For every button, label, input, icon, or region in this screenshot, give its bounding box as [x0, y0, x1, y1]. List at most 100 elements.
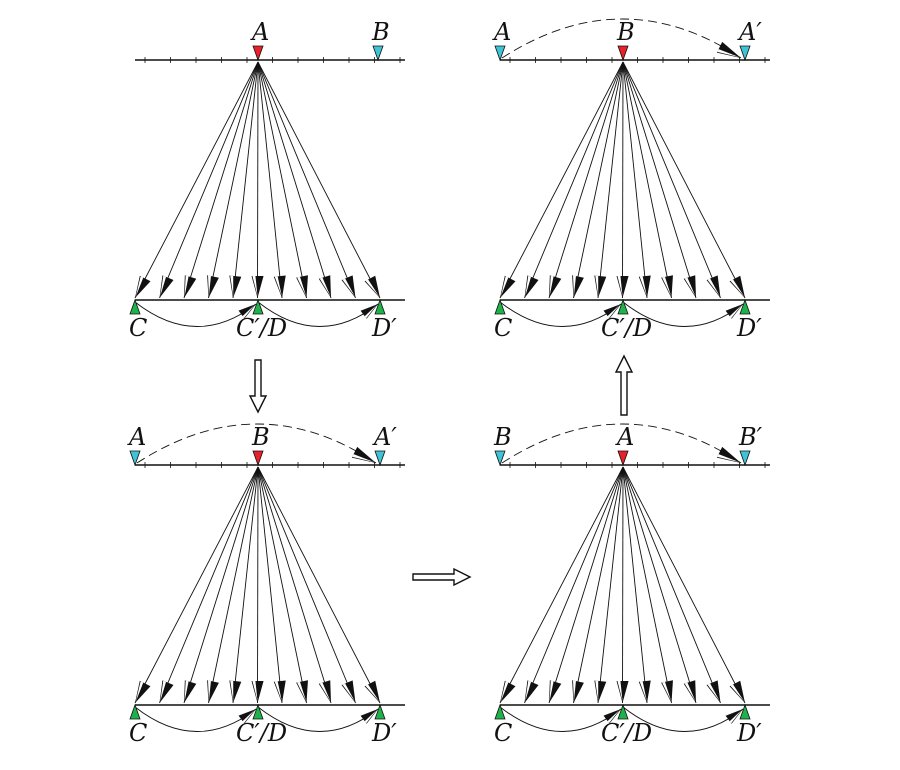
- fan-ray: [208, 466, 259, 704]
- cyan-marker: [372, 45, 384, 62]
- bottom-label: C: [494, 314, 512, 342]
- fan-arrowhead: [159, 275, 174, 298]
- fan-arrowhead: [159, 680, 174, 703]
- top-label: A: [250, 18, 269, 46]
- fan-ray: [232, 466, 259, 704]
- fan-ray: [257, 466, 307, 704]
- fan-ray: [622, 466, 672, 704]
- fan-ray: [548, 61, 624, 299]
- fan-ray: [622, 466, 697, 704]
- red-marker: [617, 450, 629, 467]
- bottom-arc-left-arrowhead: [238, 709, 256, 724]
- top-label: B: [251, 423, 270, 451]
- bottom-label: C: [129, 314, 147, 342]
- top-label: A: [615, 423, 634, 451]
- fan-ray: [622, 466, 746, 704]
- fan-ray: [524, 466, 624, 704]
- bottom-label: C′/D: [601, 719, 652, 747]
- fan-ray: [622, 61, 648, 299]
- fan-ray: [597, 466, 624, 704]
- green-marker: [374, 298, 386, 315]
- bottom-label: D′: [736, 719, 762, 747]
- cyan-marker: [129, 450, 141, 467]
- fan-ray: [597, 61, 624, 299]
- fan-ray: [257, 466, 259, 704]
- fan-ray: [622, 466, 624, 704]
- cyan-marker: [494, 450, 506, 467]
- fan-ray: [159, 61, 259, 299]
- fan-arrowhead: [500, 680, 516, 703]
- top-label: A′: [372, 423, 397, 451]
- fan-ray: [257, 466, 381, 704]
- red-marker: [617, 45, 629, 62]
- bottom-label: C′/D: [601, 314, 652, 342]
- green-marker: [252, 703, 264, 720]
- fan-ray: [622, 61, 746, 299]
- top-label: B: [371, 18, 390, 46]
- top-arc-arrowhead: [351, 446, 376, 463]
- fan-ray: [257, 61, 332, 299]
- fan-ray: [183, 61, 259, 299]
- bottom-label: D′: [371, 719, 397, 747]
- cyan-marker: [374, 450, 386, 467]
- cyan-marker: [739, 450, 751, 467]
- fan-ray: [159, 466, 259, 704]
- fan-ray: [134, 61, 259, 299]
- fan-arrowhead: [524, 275, 539, 298]
- top-dashed-arc: [501, 18, 742, 59]
- fan-ray: [622, 61, 672, 299]
- fan-ray: [622, 466, 648, 704]
- fan-ray: [499, 466, 624, 704]
- flow-arrow-right: [412, 567, 472, 587]
- green-marker: [252, 298, 264, 315]
- flow-arrow-down: [248, 359, 268, 414]
- green-marker: [617, 298, 629, 315]
- bottom-label: C: [129, 719, 147, 747]
- fan-ray: [573, 61, 624, 299]
- green-marker: [739, 298, 751, 315]
- cyan-marker: [739, 45, 751, 62]
- fan-ray: [257, 61, 283, 299]
- top-label: B′: [738, 423, 763, 451]
- fan-arrowhead: [135, 275, 151, 298]
- fan-ray: [499, 61, 624, 299]
- fan-ray: [622, 61, 624, 299]
- bottom-arc-right-arrowhead: [725, 304, 743, 319]
- bottom-label: D′: [736, 314, 762, 342]
- flow-arrow-up: [614, 354, 634, 416]
- fan-ray: [183, 466, 259, 704]
- bottom-arc-left-arrowhead: [603, 304, 621, 319]
- fan-ray: [257, 61, 259, 299]
- top-label: A: [127, 423, 146, 451]
- panel-bottom-right: C C′/D D′ B A B′: [493, 423, 770, 747]
- fan-ray: [257, 466, 283, 704]
- fan-ray: [232, 61, 259, 299]
- fan-ray: [524, 61, 624, 299]
- top-dashed-arc: [136, 423, 377, 464]
- top-label: A: [492, 18, 511, 46]
- green-marker: [129, 298, 141, 315]
- top-label: B: [493, 423, 512, 451]
- green-marker: [129, 703, 141, 720]
- bottom-arc-right-arrowhead: [725, 709, 743, 724]
- fan-ray: [257, 61, 356, 299]
- fan-ray: [257, 466, 356, 704]
- bottom-label: C: [494, 719, 512, 747]
- top-arc-arrowhead: [716, 446, 741, 463]
- green-marker: [374, 703, 386, 720]
- red-marker: [252, 45, 264, 62]
- fan-ray: [622, 466, 721, 704]
- cyan-marker: [494, 45, 506, 62]
- fan-ray: [622, 61, 697, 299]
- fan-ray: [622, 61, 721, 299]
- fan-ray: [257, 61, 381, 299]
- fan-ray: [257, 61, 307, 299]
- fan-arrowhead: [500, 275, 516, 298]
- green-marker: [494, 703, 506, 720]
- bottom-arc-right-arrowhead: [360, 709, 378, 724]
- fan-ray: [257, 466, 332, 704]
